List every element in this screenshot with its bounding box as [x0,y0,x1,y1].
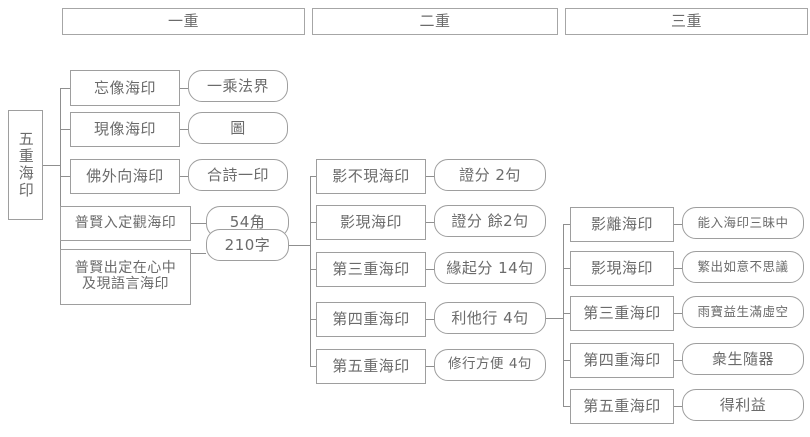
root-node-five-fold-haein: 五重海印 [8,110,43,220]
level3-tag-1: 能入海印三昧中 [682,207,804,239]
level1-connector-4 [191,223,206,224]
column-header-level1: 一重 [62,8,305,35]
level3-node-2: 影現海印 [570,251,674,286]
level1-tag-2: 圖 [188,112,288,144]
level3-node-5: 第五重海印 [570,389,674,424]
level2-tag-5: 修行方便 4句 [434,349,546,381]
level1-node-2: 現像海印 [70,112,180,147]
level1-trunk-line [60,88,61,253]
level3-connector-4 [674,360,682,361]
column-header-level2: 二重 [312,8,558,35]
level1-node-1: 忘像海印 [70,70,180,106]
level1-tag-3: 合詩一印 [188,159,288,191]
root-stem-line [43,165,60,166]
level3-connector-3 [674,313,682,314]
level2-tag-4: 利他行 4句 [434,302,546,334]
level2-trunk-line [310,176,311,366]
level1-node-4: 普賢入定觀海印 [60,206,191,241]
level2-node-2: 影現海印 [316,205,426,240]
level2-node-3: 第三重海印 [316,252,426,287]
level3-connector-2 [674,268,682,269]
level1-node-3: 佛外向海印 [70,159,180,194]
level1-connector-5 [191,253,206,254]
level2-node-5: 第五重海印 [316,349,426,384]
level2-connector-4 [426,319,434,320]
level1-connector-2 [180,129,188,130]
level1-tag-1: 一乘法界 [188,70,288,102]
level2-connector-1 [426,176,434,177]
level2-tag-1: 證分 2句 [434,159,546,191]
level1-branch-line-3 [60,176,77,177]
level1-branch-line-2 [60,129,77,130]
level2-node-1: 影不現海印 [316,159,426,194]
level3-branch-line-4 [563,360,575,361]
level2-stem-line [289,245,310,246]
level3-connector-1 [674,224,682,225]
level1-branch-line-1 [60,88,77,89]
level3-tag-5: 得利益 [682,389,804,421]
level3-tag-3: 雨寶益生滿虛空 [682,296,804,328]
level3-tag-4: 衆生隨器 [682,343,804,375]
level3-connector-5 [674,406,682,407]
level3-stem-line [546,318,564,319]
column-header-level3: 三重 [565,8,808,35]
level3-branch-line-5 [563,406,575,407]
level3-node-1: 影離海印 [570,207,674,242]
level2-connector-5 [426,366,434,367]
level1-node-5: 普賢出定在心中 及現語言海印 [60,249,191,305]
level2-connector-2 [426,222,434,223]
level2-tag-2: 證分 餘2句 [434,205,546,237]
level3-node-3: 第三重海印 [570,296,674,331]
level3-node-4: 第四重海印 [570,343,674,378]
level2-connector-3 [426,269,434,270]
level3-branch-line-3 [563,313,575,314]
level2-node-4: 第四重海印 [316,302,426,337]
level1-connector-3 [180,176,188,177]
level3-branch-line-2 [563,268,575,269]
level3-tag-2: 繁出如意不思議 [682,251,804,283]
level1-connector-1 [180,88,188,89]
level1-tag-5: 210字 [206,229,289,261]
level3-branch-line-1 [563,224,575,225]
level3-trunk-line [563,224,564,406]
level2-tag-3: 緣起分 14句 [434,252,546,284]
